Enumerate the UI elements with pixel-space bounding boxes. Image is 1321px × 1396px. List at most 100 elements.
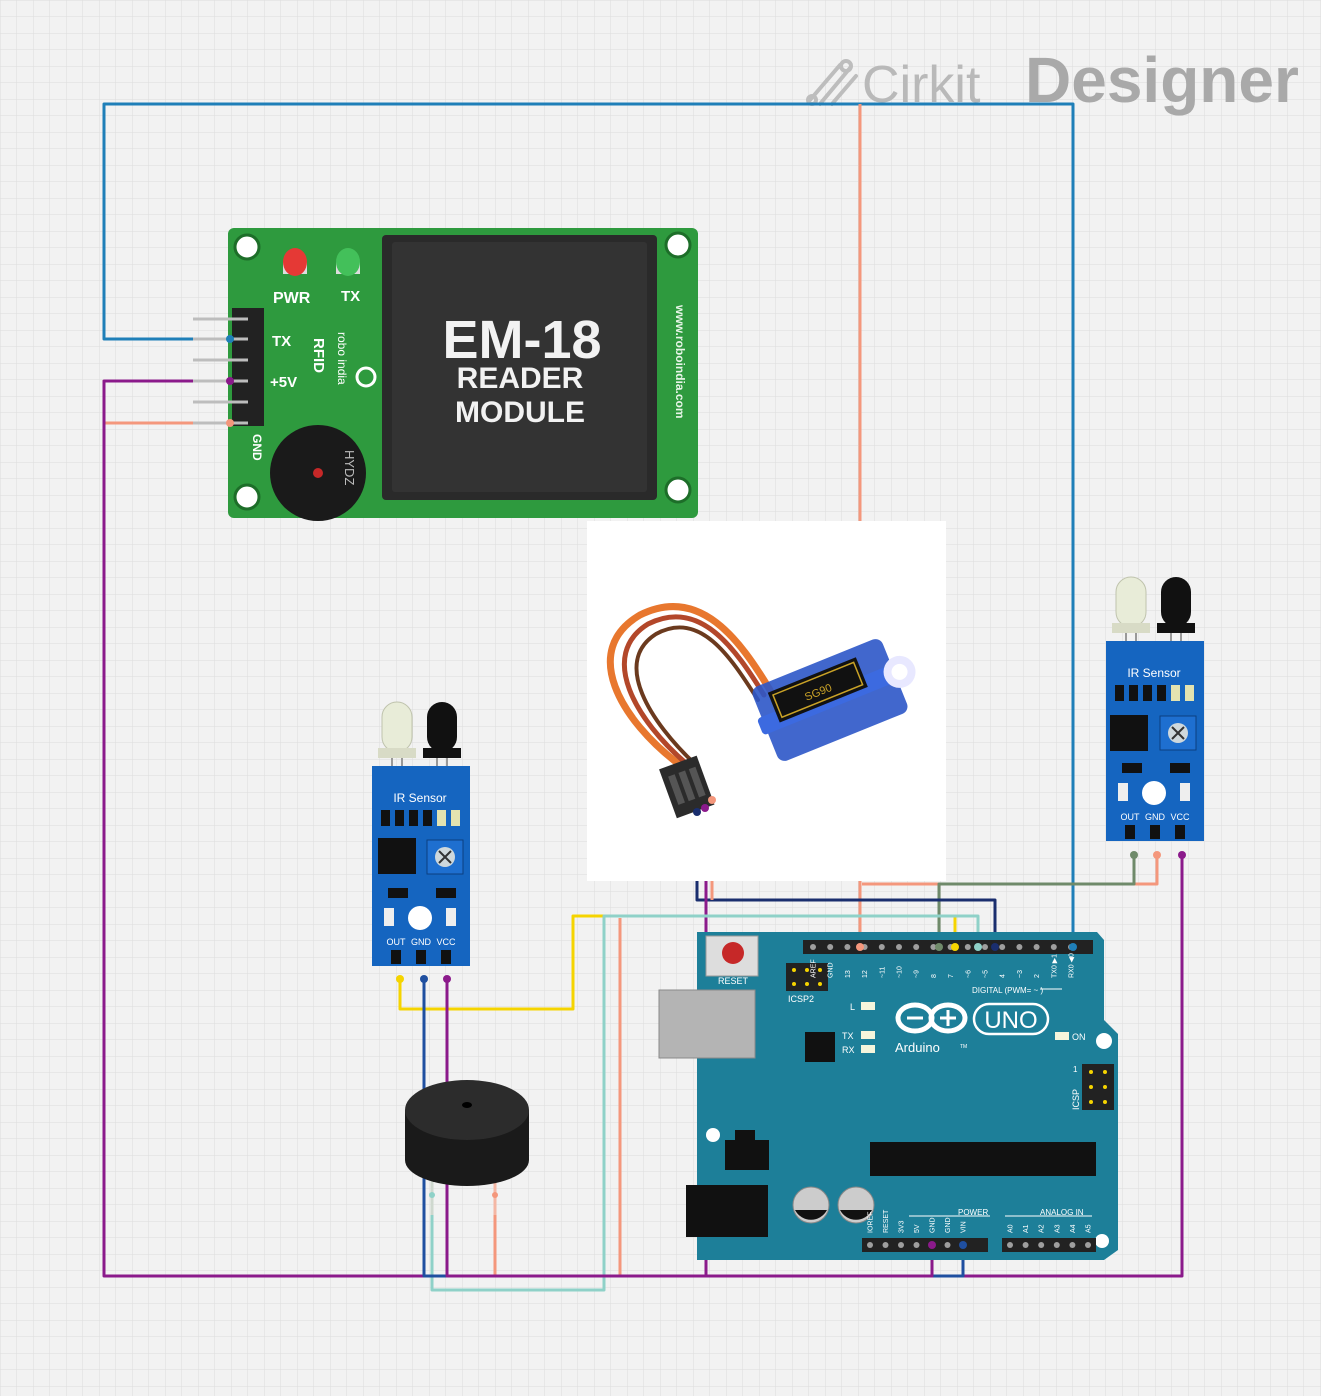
header-pin-label: ~3 <box>1017 970 1024 978</box>
header-pin-label: ~5 <box>983 970 990 978</box>
ir-pin-gnd[interactable] <box>420 975 428 983</box>
power-label: POWER <box>958 1208 988 1217</box>
arduino-pin-8-wire[interactable] <box>951 943 959 951</box>
header-pin-label: GND <box>828 962 835 978</box>
wire-purple-rfid-5v[interactable] <box>102 379 1184 1278</box>
header-pin[interactable] <box>1022 1242 1029 1248</box>
led-on-label: ON <box>1072 1032 1086 1042</box>
header-pin[interactable] <box>913 1242 920 1248</box>
arduino-pin-9-wire[interactable] <box>935 943 943 951</box>
arduino-pin-1-wire[interactable] <box>1069 943 1077 951</box>
header-pin[interactable] <box>844 944 851 950</box>
ir-smd-row <box>381 810 460 826</box>
usb-chip <box>805 1032 835 1062</box>
header-pin[interactable] <box>1085 1242 1091 1248</box>
pin-5v[interactable] <box>226 377 234 385</box>
digital-label: DIGITAL (PWM= ~ ) <box>972 986 1043 995</box>
icsp-header <box>1082 1064 1114 1110</box>
header-pin[interactable] <box>1038 1242 1045 1248</box>
reset-button[interactable] <box>722 942 744 964</box>
rfid-coil-inner <box>392 242 647 492</box>
ir-ic <box>1110 715 1148 751</box>
mount-hole <box>233 233 261 261</box>
piezo-buzzer[interactable] <box>405 1080 529 1215</box>
header-pin[interactable] <box>827 944 834 950</box>
ir-ic <box>378 838 416 874</box>
servo-connector <box>659 755 715 819</box>
header-pins <box>232 308 264 426</box>
pwr-label: PWR <box>273 290 311 307</box>
ir-pin-vcc[interactable] <box>1178 851 1186 859</box>
rfid-url: www.roboindia.com <box>673 304 687 419</box>
led-l-label: L <box>850 1002 855 1012</box>
ir-pin-vcc[interactable] <box>443 975 451 983</box>
ir-sensor-right[interactable]: IR Sensor OUT GND VCC <box>1106 576 1204 859</box>
header-pin[interactable] <box>1069 1242 1076 1248</box>
wire-blue-rfid-tx[interactable] <box>102 102 1075 947</box>
rfid-title-2: READER <box>457 362 584 395</box>
ir-title: IR Sensor <box>1127 666 1180 680</box>
buzzer-pin-pos[interactable] <box>492 1192 498 1198</box>
arduino-pin-gnd-wire[interactable] <box>856 943 864 951</box>
rfid-module[interactable]: EM-18 READER MODULE www.roboindia.com PW… <box>193 228 698 521</box>
servo-motor[interactable]: SG90 <box>587 521 946 881</box>
header-pin[interactable] <box>913 944 920 950</box>
ir-pin-gnd[interactable] <box>1153 851 1161 859</box>
ir-sensor-left[interactable]: IR Sensor OUT GND VCC <box>372 701 470 983</box>
servo-pin-signal[interactable] <box>693 808 701 816</box>
header-pin-label: 2 <box>1034 974 1041 978</box>
header-pin[interactable] <box>810 944 816 950</box>
mount-hole <box>233 483 261 511</box>
servo-pin-vcc[interactable] <box>701 804 709 812</box>
buzzer-label: HYDZ <box>342 450 357 485</box>
dc-jack <box>686 1185 768 1237</box>
led-rx-label: RX <box>842 1045 855 1055</box>
header-pin-label: RESET <box>883 1209 890 1233</box>
arduino-brand-label: Arduino <box>895 1040 940 1055</box>
header-pin[interactable] <box>896 944 902 950</box>
mount-hole <box>664 231 692 259</box>
wire-mint-buzzer[interactable] <box>430 914 980 1292</box>
header-pin[interactable] <box>898 1242 904 1248</box>
icsp2-label: ICSP2 <box>788 994 814 1004</box>
pin-gnd[interactable] <box>226 419 234 427</box>
header-pin-label: A5 <box>1086 1224 1093 1233</box>
header-pin-label: ~6 <box>965 970 972 978</box>
arduino-pin-gnd2-wire[interactable] <box>959 1241 967 1249</box>
buzzer-pin-neg[interactable] <box>429 1192 435 1198</box>
header-pin[interactable] <box>999 944 1006 950</box>
arduino-pin-6-wire[interactable] <box>991 943 999 951</box>
digital-pins <box>810 944 1074 950</box>
pin-tx[interactable] <box>226 335 234 343</box>
servo-pin-gnd[interactable] <box>708 796 716 804</box>
header-pin[interactable] <box>964 944 971 950</box>
ir-receiver-led <box>423 702 461 770</box>
wire-yellow-ir-left-out[interactable] <box>398 914 957 1011</box>
ir-title: IR Sensor <box>393 791 446 805</box>
ir-pin-out[interactable] <box>396 975 404 983</box>
header-pin[interactable] <box>1050 944 1057 950</box>
analog-pins <box>1007 1242 1091 1248</box>
led-tx-label: TX <box>842 1031 854 1041</box>
header-pin-label: ~10 <box>897 966 904 978</box>
header-pin[interactable] <box>982 944 988 950</box>
header-pin[interactable] <box>1016 944 1023 950</box>
header-pin[interactable] <box>867 1242 873 1248</box>
arduino-pin-7-wire[interactable] <box>974 943 982 951</box>
arduino-pin-5v-wire[interactable] <box>928 1241 936 1249</box>
header-pin-label: A3 <box>1054 1224 1061 1233</box>
header-pin[interactable] <box>1007 1242 1013 1248</box>
ir-pin-vcc-label: VCC <box>436 937 456 947</box>
header-pin[interactable] <box>1053 1242 1060 1248</box>
header-pin-label: 7 <box>948 974 955 978</box>
header-pin[interactable] <box>930 944 937 950</box>
header-pin[interactable] <box>1033 944 1040 950</box>
pin-5v-label: +5V <box>270 374 297 391</box>
ir-pin-out[interactable] <box>1130 851 1138 859</box>
header-pin-label: IOREF <box>868 1212 875 1233</box>
header-pin[interactable] <box>878 944 885 950</box>
header-pin[interactable] <box>882 1242 889 1248</box>
header-pin[interactable] <box>944 1242 951 1248</box>
header-pin-label: 12 <box>862 970 869 978</box>
